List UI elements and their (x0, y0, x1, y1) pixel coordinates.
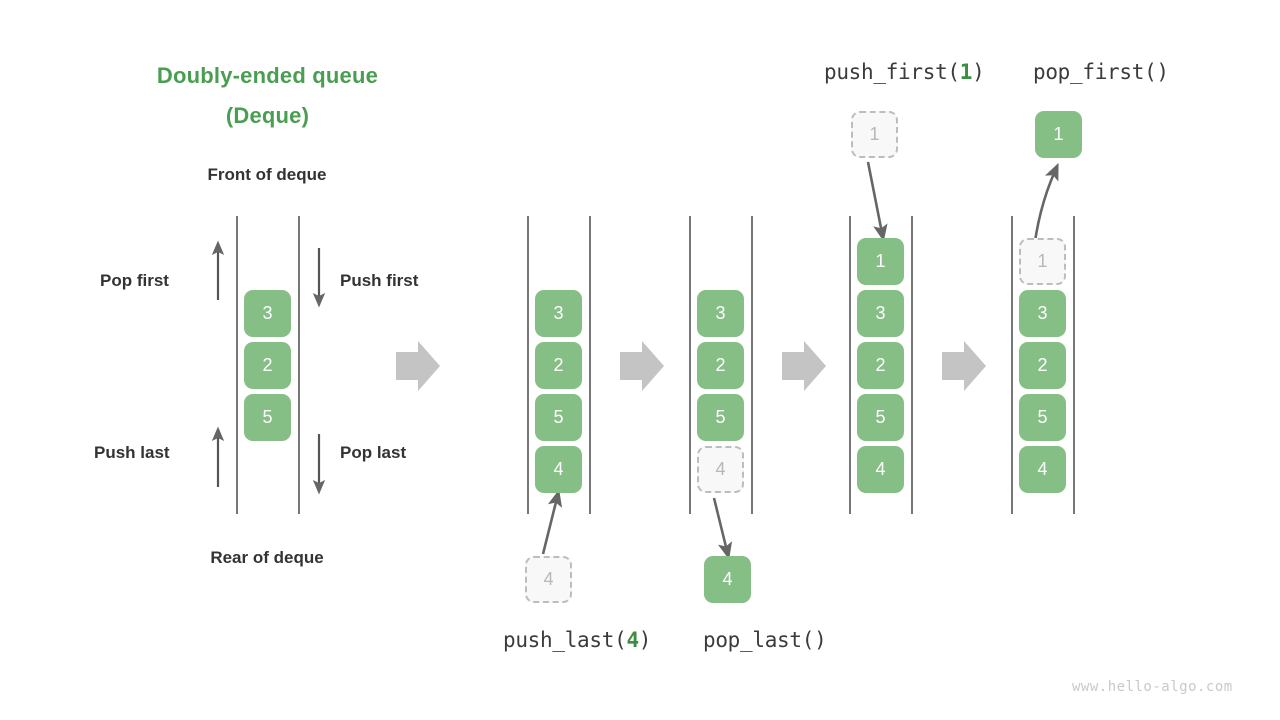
watermark: www.hello-algo.com (1072, 679, 1233, 695)
deque-box: 2 (697, 342, 744, 389)
arrow-push-first-insert (866, 161, 888, 242)
caption-push-first: push_first(1) (824, 60, 985, 84)
output-box-pop-first: 1 (1035, 111, 1082, 158)
deque-box: 4 (1019, 446, 1066, 493)
label-push-last: Push last (94, 443, 170, 462)
label-pop-last: Pop last (340, 443, 407, 462)
caption-push-last-name: push_last( (503, 628, 627, 652)
deque-box: 3 (1019, 290, 1066, 337)
deque-box: 4 (535, 446, 582, 493)
label-pop-first: Pop first (100, 271, 169, 290)
ghost-box-push-last-input: 4 (525, 556, 572, 603)
ghost-box-pop-last-slot: 4 (697, 446, 744, 493)
deque-box: 2 (244, 342, 291, 389)
label-push-first: Push first (340, 271, 419, 290)
caption-push-first-arg: 1 (959, 60, 973, 84)
deque-box: 1 (857, 238, 904, 285)
deque-box: 2 (1019, 342, 1066, 389)
caption-push-first-close: ) (972, 60, 985, 84)
title-line-2: (Deque) (225, 103, 310, 128)
deque-box: 5 (857, 394, 904, 441)
deque-box: 5 (535, 394, 582, 441)
caption-push-last-close: ) (638, 628, 652, 652)
deque-box: 2 (857, 342, 904, 389)
arrow-push-last-insert (541, 489, 563, 555)
page-title: Doubly-ended queue (Deque) (0, 56, 535, 136)
caption-push-last: push_last(4) (503, 628, 651, 652)
step-arrow-2 (620, 341, 664, 391)
output-box-pop-last: 4 (704, 556, 751, 603)
title-line-1: Doubly-ended queue (156, 63, 379, 88)
caption-push-last-arg: 4 (626, 628, 639, 652)
step-arrow-1 (396, 341, 440, 391)
deque-box: 2 (535, 342, 582, 389)
caption-pop-last: pop_last() (703, 628, 827, 652)
deque-box: 5 (697, 394, 744, 441)
step-arrow-4 (942, 341, 986, 391)
label-front-of-deque: Front of deque (207, 165, 327, 184)
deque-box: 3 (697, 290, 744, 337)
deque-box: 5 (1019, 394, 1066, 441)
arrow-pop-last-extract (712, 497, 733, 560)
ghost-box-pop-first-slot: 1 (1019, 238, 1066, 285)
label-rear-of-deque: Rear of deque (210, 548, 324, 567)
deque-box: 5 (244, 394, 291, 441)
step-arrow-3 (782, 341, 826, 391)
ghost-box-push-first-input: 1 (851, 111, 898, 158)
caption-push-first-name: push_first( (824, 60, 960, 84)
deque-box: 3 (535, 290, 582, 337)
deque-box: 4 (857, 446, 904, 493)
deque-box: 3 (857, 290, 904, 337)
caption-pop-first: pop_first() (1033, 60, 1169, 84)
deque-box: 3 (244, 290, 291, 337)
